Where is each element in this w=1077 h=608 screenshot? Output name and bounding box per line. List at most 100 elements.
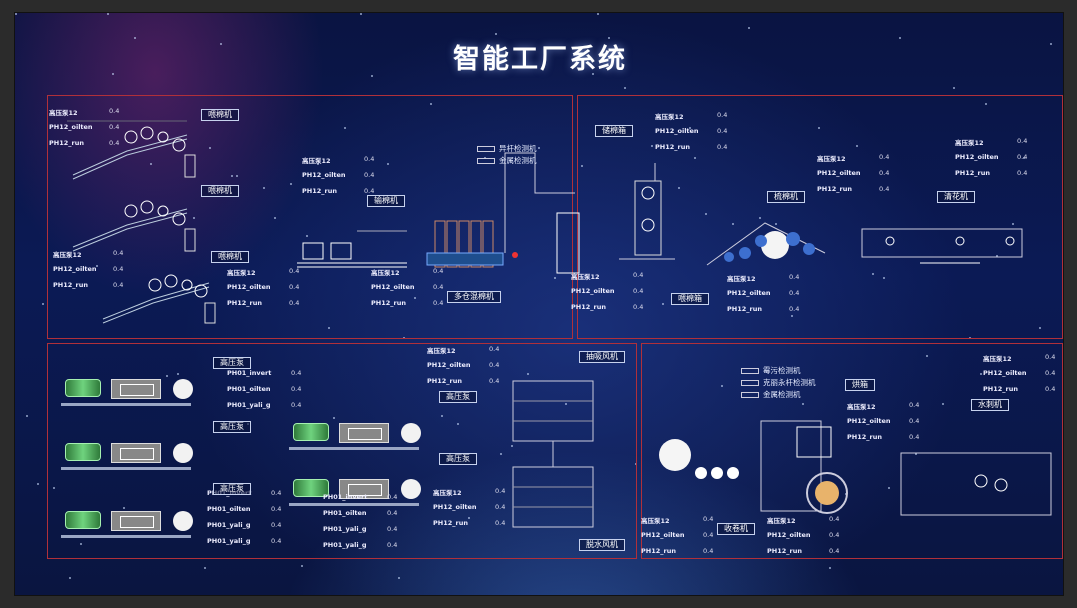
pump-disc-5: [401, 479, 421, 499]
equipment-tag[interactable]: 高压泵: [439, 453, 477, 465]
legend-label: 霉污检测机: [763, 366, 801, 375]
equipment-tag[interactable]: 喂棉箱: [671, 293, 709, 305]
equipment-tag[interactable]: 高压泵: [439, 391, 477, 403]
motor-1: [65, 379, 101, 397]
readout-label: PH01_oilten: [227, 385, 271, 393]
readout-value: 0.4: [387, 493, 398, 501]
equipment-tag[interactable]: 清花机: [937, 191, 975, 203]
star: [53, 487, 55, 489]
equipment-tag[interactable]: 高压泵: [213, 483, 251, 495]
star: [441, 415, 443, 417]
star: [500, 453, 502, 455]
feeder-machine-3: [102, 274, 216, 324]
readout-label: PH12_oilten: [655, 127, 699, 135]
equipment-tag[interactable]: 输棉机: [367, 195, 405, 207]
star: [915, 453, 917, 455]
readout-value: 0.4: [113, 265, 124, 273]
readout-label: 高压泵12: [49, 109, 78, 117]
star: [592, 73, 594, 75]
readout-label: PH12_run: [727, 305, 762, 313]
star: [37, 483, 39, 485]
readout-label: PH12_oilten: [571, 287, 615, 295]
legend-label: 金属检测机: [763, 390, 801, 399]
readout-value: 0.4: [489, 361, 500, 369]
legend-item: 金属检测机: [477, 155, 537, 166]
readout-value: 0.4: [703, 531, 714, 539]
readout-label: PH12_run: [302, 187, 337, 195]
star: [150, 163, 152, 165]
star: [387, 163, 389, 165]
legend-item: 异杆检测机: [477, 143, 537, 154]
pump-body-2: [111, 443, 161, 463]
readout-label: PH12_oilten: [371, 283, 415, 291]
readout-value: 0.4: [789, 273, 800, 281]
star: [1050, 43, 1052, 45]
equipment-tag[interactable]: 高压泵: [213, 421, 251, 433]
readout-label: PH01_yali_g: [207, 521, 251, 529]
readout-value: 0.4: [909, 417, 920, 425]
star: [883, 277, 885, 279]
panel-opening-line: [577, 95, 1063, 339]
readout-label: PH12_oilten: [983, 369, 1027, 377]
star: [705, 213, 707, 215]
readout-label: PH12_oilten: [53, 265, 97, 273]
pump-body-4: [339, 423, 389, 443]
legend-item: 金属检测机: [741, 389, 801, 400]
pump-base-2: [61, 467, 191, 470]
pump-body-5: [339, 479, 389, 499]
equipment-tag[interactable]: 高压泵: [213, 357, 251, 369]
readout-value: 0.4: [291, 369, 302, 377]
motor-5: [293, 479, 329, 497]
equipment-tag[interactable]: 储棉箱: [595, 125, 633, 137]
equipment-tag[interactable]: 水刺机: [971, 399, 1009, 411]
pump-disc-3: [173, 511, 193, 531]
star: [872, 273, 874, 275]
readout-value: 0.4: [1045, 353, 1056, 361]
star: [236, 175, 238, 177]
suction-fan-assembly: [512, 380, 594, 528]
equipment-tag[interactable]: 喂棉机: [201, 185, 239, 197]
readout-value: 0.4: [879, 153, 890, 161]
star: [1039, 327, 1041, 329]
star: [678, 187, 680, 189]
star: [274, 217, 276, 219]
readout-value: 0.4: [829, 547, 840, 555]
star: [802, 403, 804, 405]
readout-label: PH12_oilten: [49, 123, 93, 131]
equipment-tag[interactable]: 喂棉机: [211, 251, 249, 263]
readout-label: PH01_yali_g: [323, 541, 367, 549]
bale-opener: [619, 163, 675, 260]
star: [694, 157, 696, 159]
readout-label: PH12_oilten: [433, 503, 477, 511]
readout-value: 0.4: [289, 267, 300, 275]
readout-label: 高压泵12: [371, 269, 400, 277]
star: [301, 565, 303, 567]
readout-value: 0.4: [717, 143, 728, 151]
readout-label: 高压泵12: [727, 275, 756, 283]
equipment-tag[interactable]: 多仓混棉机: [447, 291, 501, 303]
readout-label: PH12_run: [371, 299, 406, 307]
equipment-tag[interactable]: 收卷机: [717, 523, 755, 535]
readout-label: 高压泵12: [655, 113, 684, 121]
readout-value: 0.4: [364, 187, 375, 195]
star: [732, 223, 734, 225]
equipment-tag[interactable]: 抽吸风机: [579, 351, 625, 363]
star: [69, 577, 71, 579]
readout-label: PH12_run: [433, 519, 468, 527]
star: [468, 517, 470, 519]
star: [398, 577, 400, 579]
readout-label: PH12_run: [227, 299, 262, 307]
readout-label: PH12_oilten: [727, 289, 771, 297]
star: [220, 43, 222, 45]
equipment-tag[interactable]: 脱水风机: [579, 539, 625, 551]
readout-value: 0.4: [703, 547, 714, 555]
readout-value: 0.4: [495, 519, 506, 527]
equipment-tag[interactable]: 喂棉机: [201, 109, 239, 121]
pump-base-5: [289, 503, 419, 506]
pump-disc-4: [401, 423, 421, 443]
equipment-tag[interactable]: 烘箱: [845, 379, 875, 391]
star: [42, 303, 44, 305]
equipment-tag[interactable]: 梳棉机: [767, 191, 805, 203]
readout-label: PH12_oilten: [427, 361, 471, 369]
readout-value: 0.4: [879, 169, 890, 177]
